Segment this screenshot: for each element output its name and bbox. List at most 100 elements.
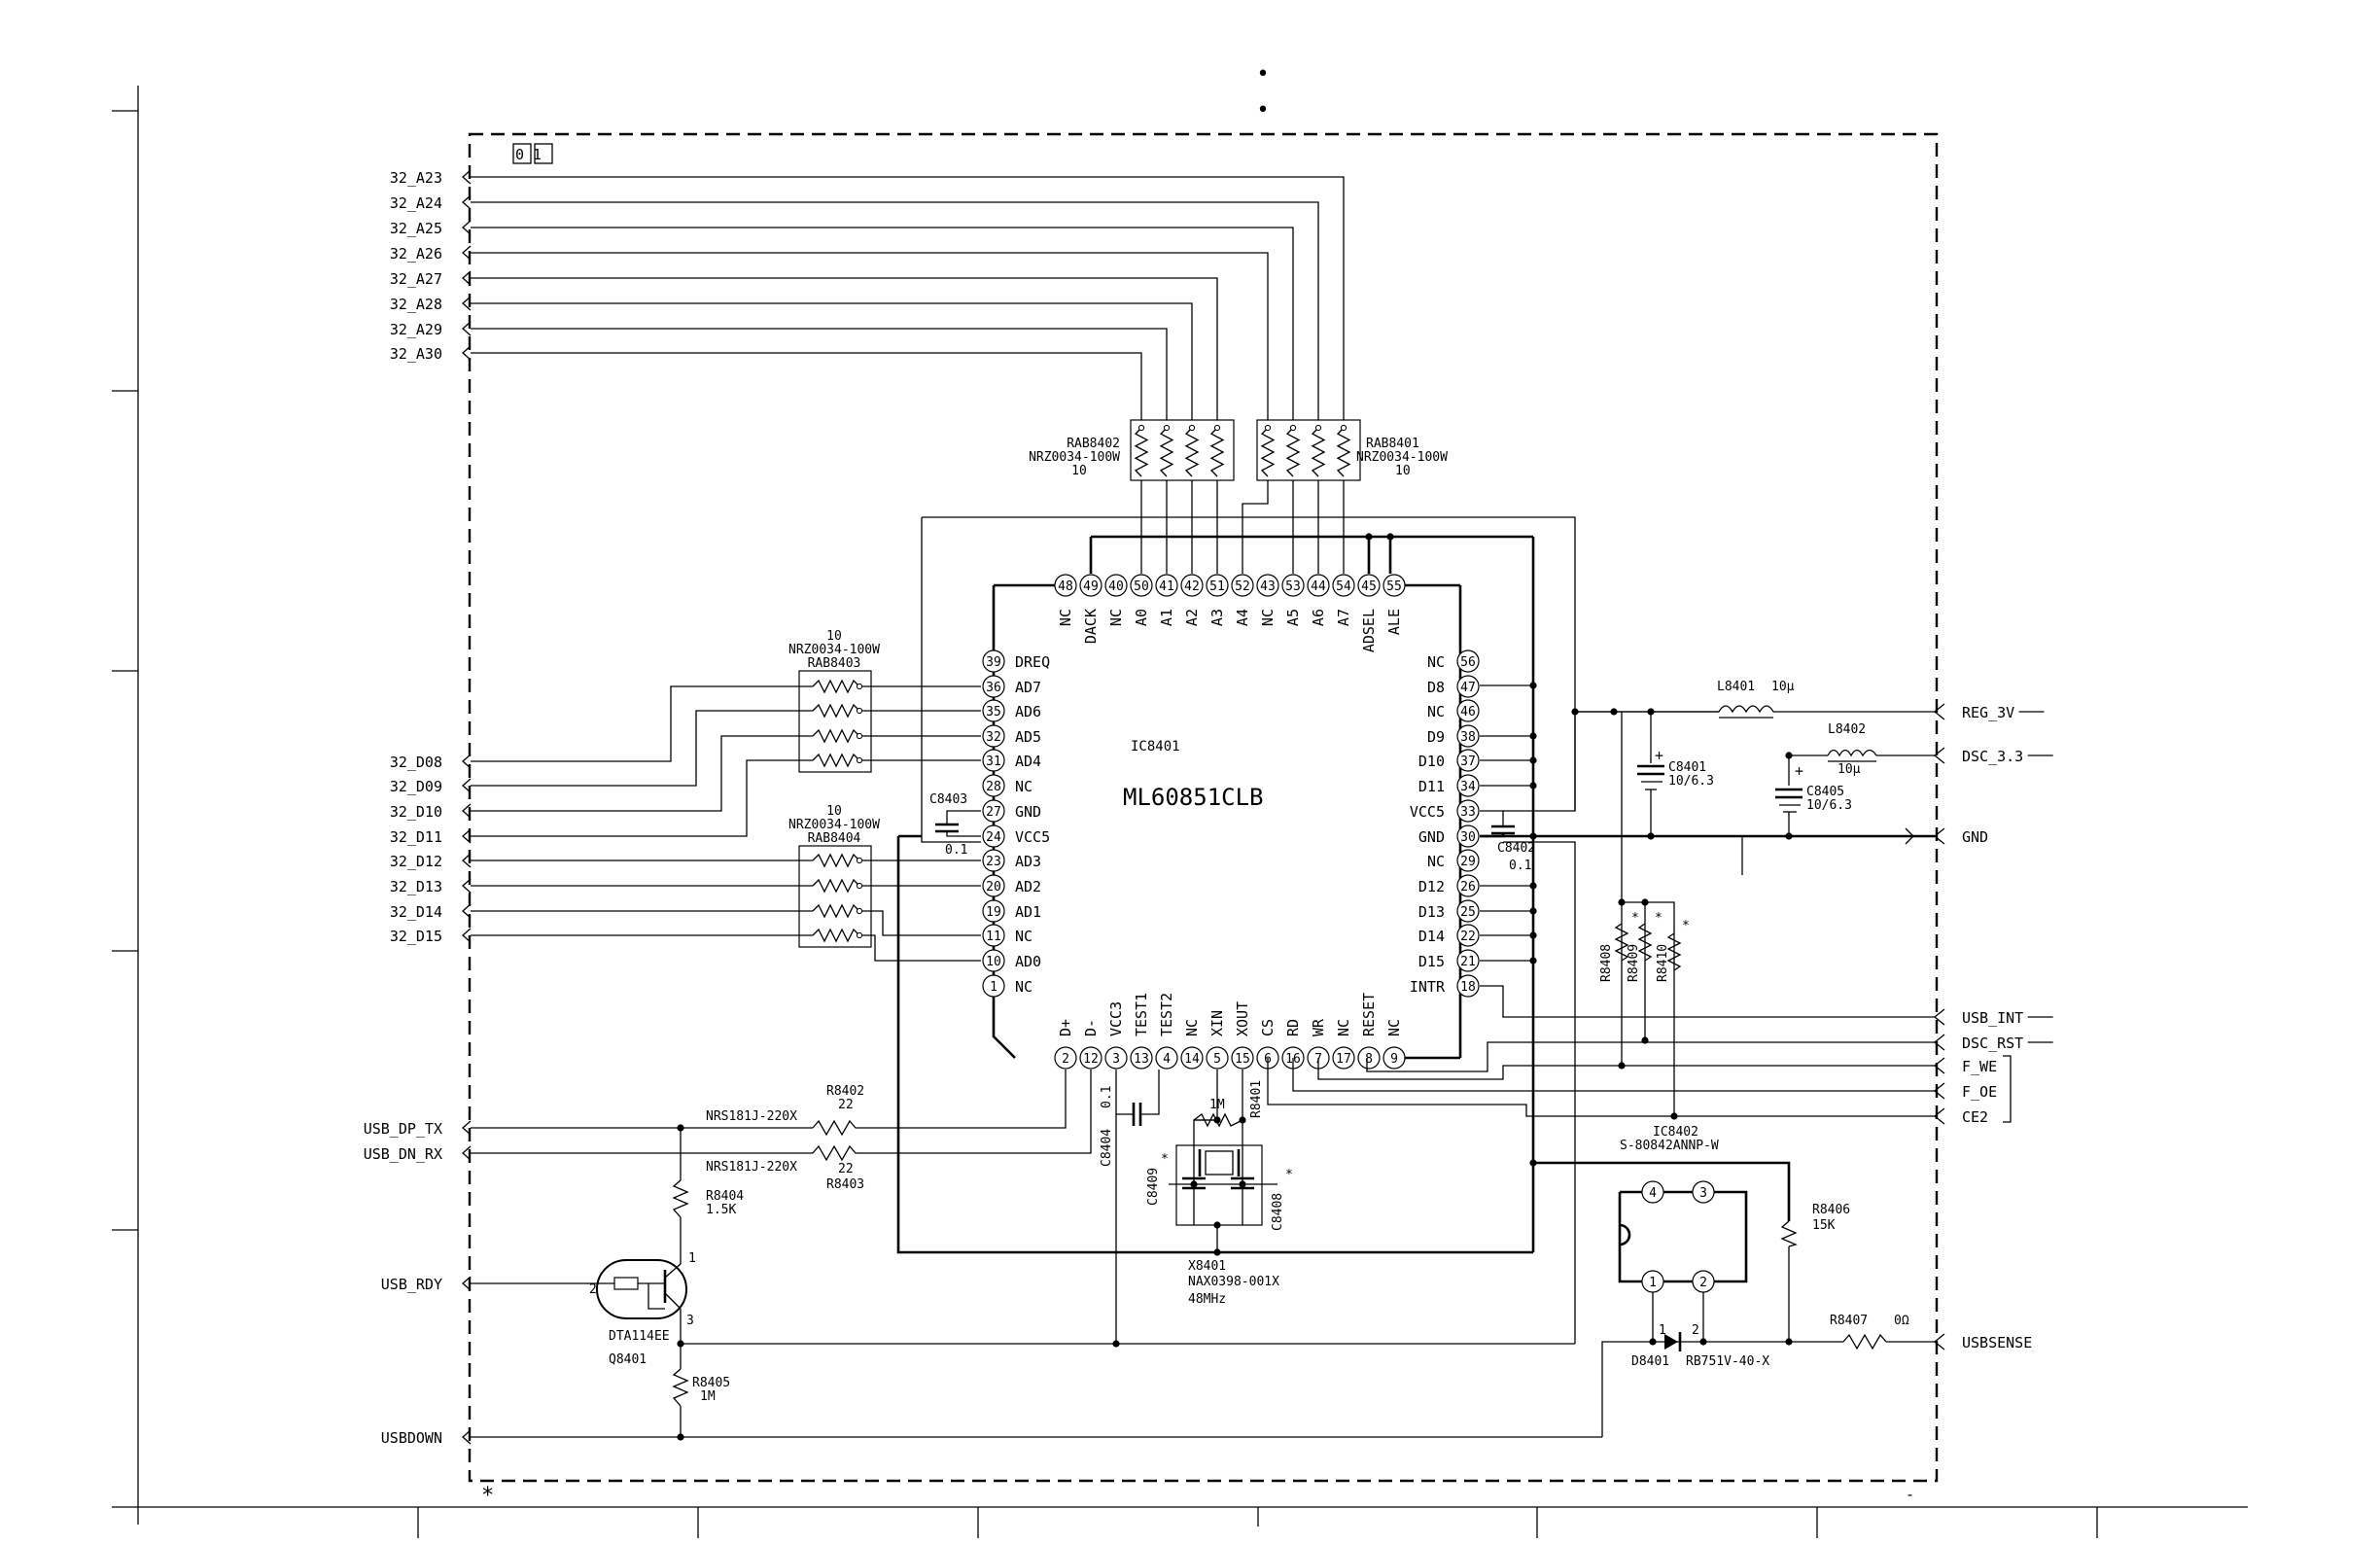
- pin-38-number: 38: [1460, 730, 1476, 745]
- port-label-a1: 32_A24: [390, 194, 442, 212]
- port-label-right-1: DSC_3.3: [1962, 748, 2023, 765]
- port-arrow: [462, 903, 472, 919]
- x8401-freq: 48MHz: [1188, 1292, 1226, 1307]
- port-arrow: [1933, 1008, 1945, 1026]
- pin-45-number: 45: [1361, 579, 1377, 594]
- pin-46-circle: [1456, 699, 1480, 722]
- port-label-a5: 32_A28: [390, 296, 442, 313]
- r8405-ref: R8405: [692, 1376, 730, 1390]
- pin-37-circle: [1456, 749, 1480, 772]
- pin-39-circle: [982, 649, 1005, 673]
- pin-32-number: 32: [986, 730, 1001, 745]
- junction-dot: [1785, 752, 1793, 759]
- pin-31-circle: [982, 749, 1005, 772]
- pin-51-number: 51: [1209, 579, 1225, 594]
- terminal: [1340, 424, 1348, 432]
- ic8402-pin-1: [1641, 1270, 1664, 1293]
- junction-dot: [1213, 1248, 1221, 1256]
- junction-dot: [677, 1340, 684, 1348]
- pin-19-name: AD1: [1015, 903, 1041, 921]
- pin-42-circle: [1180, 574, 1204, 597]
- pin-35-number: 35: [986, 705, 1001, 719]
- pin-39-number: 39: [986, 655, 1001, 670]
- junction-dot: [1529, 957, 1537, 965]
- block-id-label: 01: [512, 143, 553, 164]
- pin-21-name: D15: [1418, 953, 1445, 970]
- r8408-r8410-resistors: [1614, 923, 1682, 971]
- port-label-right-6: F_OE: [1962, 1083, 1997, 1101]
- c8401-ref: C8401: [1668, 760, 1706, 775]
- pin-24-name: VCC5: [1015, 828, 1050, 846]
- pin-50-name: A0: [1133, 609, 1150, 626]
- pin-44-number: 44: [1311, 579, 1326, 594]
- port-arrow: [462, 803, 472, 819]
- junction-dot: [1610, 708, 1618, 716]
- pin-55-number: 55: [1386, 579, 1402, 594]
- port-label-d3: 32_D11: [390, 828, 442, 846]
- ic8402-pin-3-number: 3: [1699, 1186, 1707, 1201]
- l8402-value: 10μ: [1838, 762, 1861, 777]
- pin-30-number: 30: [1460, 830, 1476, 845]
- pin-41-number: 41: [1159, 579, 1174, 594]
- c8404-ref: C8404: [1100, 1129, 1114, 1167]
- ic8402-pin-4-number: 4: [1649, 1186, 1657, 1201]
- pin-8-circle: [1357, 1046, 1381, 1070]
- r8409-mark: *: [1655, 911, 1662, 926]
- ic8401-bottom-pins: 2D+12D-3VCC313TEST14TEST214NC5XIN15XOUT6…: [1054, 993, 1406, 1070]
- ic8402-ref: IC8402: [1653, 1125, 1698, 1140]
- pin-44-name: A6: [1310, 609, 1327, 626]
- port-label-usb0: USB_DP_TX: [364, 1120, 442, 1138]
- port-label-a6: 32_A29: [390, 321, 442, 338]
- pin-32-name: AD5: [1015, 728, 1041, 746]
- junction-dot: [1529, 907, 1537, 915]
- port-label-usb2: USB_RDY: [381, 1276, 442, 1293]
- pin-24-number: 24: [986, 830, 1001, 845]
- l8402-ref: L8402: [1828, 722, 1866, 737]
- sheet-dash: -: [1906, 1486, 1914, 1503]
- pin-10-number: 10: [986, 955, 1001, 969]
- pin-17-circle: [1332, 1046, 1355, 1070]
- address-ports: 32_A2332_A2432_A2532_A2632_A2732_A2832_A…: [390, 169, 472, 363]
- terminal: [1138, 424, 1145, 432]
- pin-16-name: RD: [1284, 1019, 1302, 1036]
- pin-54-name: A7: [1335, 609, 1352, 626]
- pin-18-circle: [1456, 974, 1480, 998]
- pin-40-circle: [1104, 574, 1128, 597]
- port-arrow: [462, 1120, 472, 1136]
- d8401-part: RB751V-40-X: [1686, 1354, 1769, 1369]
- port-label-right-4: DSC_RST: [1962, 1035, 2023, 1052]
- l8401-inductor: [1718, 705, 1774, 719]
- resistor-element: [812, 728, 860, 744]
- pin-50-circle: [1130, 574, 1153, 597]
- pin-53-name: A5: [1284, 609, 1302, 626]
- pin-29-circle: [1456, 849, 1480, 872]
- pin-34-number: 34: [1460, 780, 1476, 794]
- port-label-right-2: GND: [1962, 828, 1988, 846]
- pin-41-name: A1: [1158, 609, 1175, 626]
- port-arrow: [462, 296, 472, 311]
- r8402-ref: R8402: [826, 1084, 864, 1099]
- rab8401-part: NRZ0034-100W: [1356, 450, 1448, 465]
- junction-dot: [1529, 782, 1537, 790]
- c8409-mark: *: [1161, 1152, 1169, 1167]
- pin-40-name: NC: [1107, 609, 1125, 626]
- ic8402-pin-1-number: 1: [1649, 1276, 1657, 1290]
- port-label-a3: 32_A26: [390, 245, 442, 263]
- pin-1-name: NC: [1015, 978, 1032, 996]
- pin-50-number: 50: [1134, 579, 1149, 594]
- pin-41-circle: [1155, 574, 1178, 597]
- port-label-d4: 32_D12: [390, 853, 442, 870]
- pin-27-number: 27: [986, 805, 1001, 820]
- ic8402-part: S-80842ANNP-W: [1620, 1139, 1719, 1153]
- pin-3-number: 3: [1112, 1052, 1120, 1067]
- pin-26-number: 26: [1460, 880, 1476, 895]
- resistor-element: [1184, 427, 1200, 477]
- pin-14-circle: [1180, 1046, 1204, 1070]
- rab8401-ref: RAB8401: [1366, 437, 1419, 451]
- port-label-right-3: USB_INT: [1962, 1009, 2023, 1027]
- pin-10-circle: [982, 949, 1005, 972]
- port-label-right-8: USBSENSE: [1962, 1334, 2032, 1351]
- pin-13-number: 13: [1134, 1052, 1149, 1067]
- c8408-ref: C8408: [1271, 1193, 1285, 1231]
- sheet-frame: [112, 86, 2248, 1538]
